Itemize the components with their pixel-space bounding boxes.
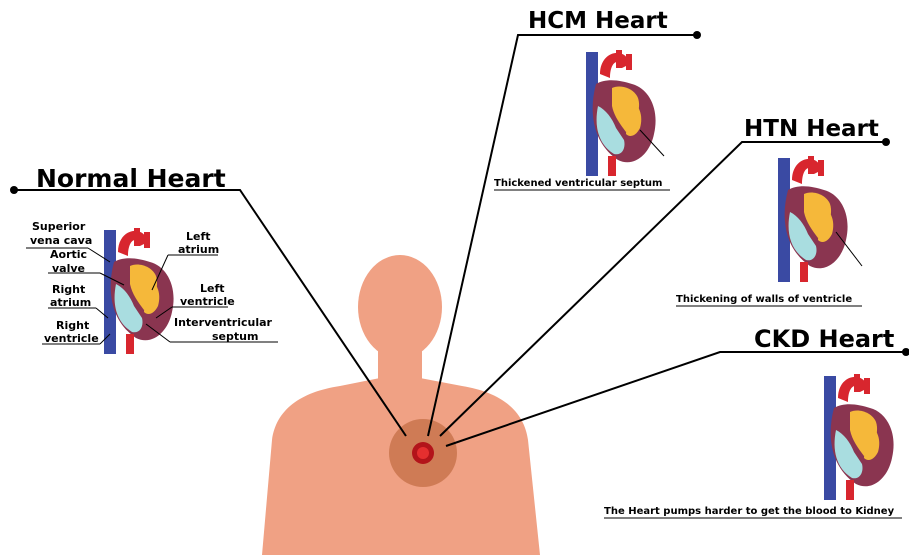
panel-title-hcm: HCM Heart [528, 8, 668, 34]
connector-dot-htn [882, 138, 890, 146]
label-right-ventricle: Right ventricle [44, 319, 99, 345]
hcm-heart-icon [586, 50, 656, 176]
label-left-ventricle: Left ventricle [180, 282, 235, 308]
label-left-atrium: Left atrium [178, 230, 219, 256]
label-right-atrium: Right atrium [50, 283, 91, 309]
connector-hcm [428, 35, 697, 436]
panel-normal-heart: Normal Heart Superior vena cava Aortic v [26, 164, 278, 354]
hcm-caption: Thickened ventricular septum [494, 178, 662, 189]
normal-heart-icon [104, 228, 174, 354]
label-aortic-valve: Aortic valve [50, 248, 91, 275]
label-interventricular-septum: Interventricular septum [174, 316, 276, 343]
panel-title-ckd: CKD Heart [754, 325, 894, 353]
person-silhouette [262, 255, 540, 555]
panel-ckd-heart: CKD Heart The Heart pumps harder to get … [604, 325, 902, 518]
connector-dot-hcm [693, 31, 701, 39]
connector-dot-ckd [902, 348, 909, 356]
ckd-caption: The Heart pumps harder to get the blood … [604, 506, 895, 517]
heart-core [417, 447, 429, 459]
panel-title-normal: Normal Heart [36, 164, 226, 193]
label-superior-vena-cava: Superior vena cava [30, 220, 92, 247]
panel-htn-heart: HTN Heart Thickening of walls of ventric… [676, 116, 879, 306]
ckd-heart-icon [824, 374, 894, 500]
htn-caption: Thickening of walls of ventricle [676, 294, 852, 305]
connector-dot-normal [10, 186, 18, 194]
htn-heart-icon [778, 156, 848, 282]
panel-title-htn: HTN Heart [744, 116, 879, 142]
